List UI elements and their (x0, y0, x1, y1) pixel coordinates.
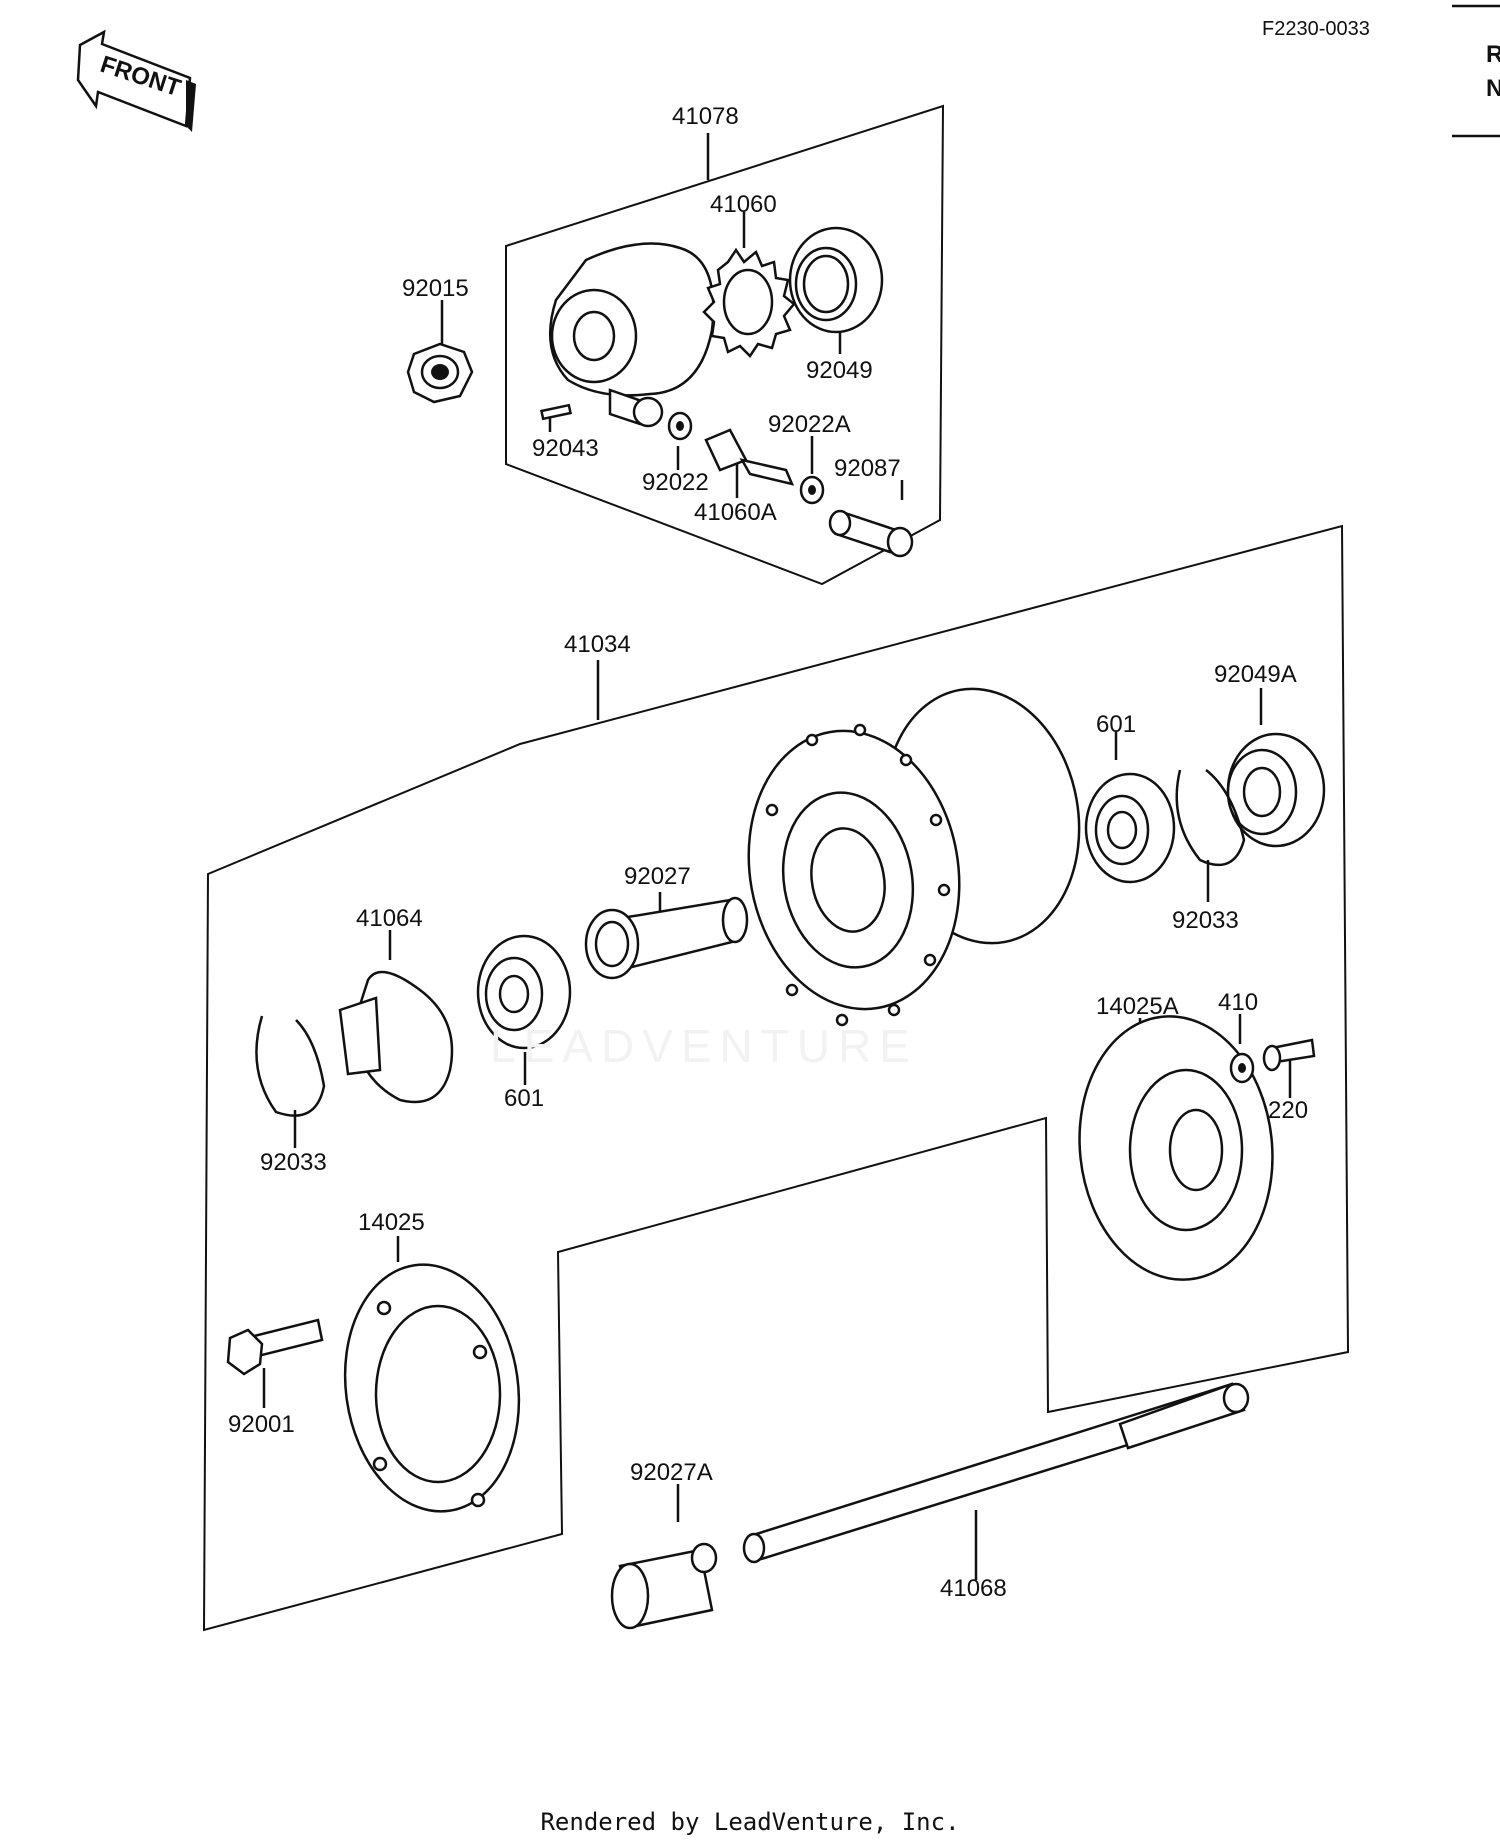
circlip-92033-left (255, 1015, 326, 1117)
flange-nut-92015 (406, 342, 474, 404)
callout-92087: 92087 (834, 455, 901, 482)
part-labels: 41078 41060 92015 92049 92043 92022 9202… (228, 103, 1308, 1602)
callout-92033-right: 92033 (1172, 907, 1239, 934)
svg-text:R: R (1486, 41, 1500, 68)
callout-41060: 41060 (710, 191, 777, 218)
callout-92033-left: 92033 (260, 1149, 327, 1176)
footer-credit: Rendered by LeadVenture, Inc. (540, 1808, 960, 1836)
assembly-frame-41034 (202, 524, 1350, 1632)
ball-bearing-601-right (1084, 772, 1176, 884)
callout-92015: 92015 (402, 275, 469, 302)
screw-220 (1262, 1038, 1316, 1072)
cover-plate-14025A (1078, 1015, 1274, 1281)
callout-220: 220 (1268, 1097, 1308, 1124)
collar-92027A (610, 1542, 718, 1630)
callout-92043: 92043 (532, 435, 599, 462)
oil-seal-92049 (788, 226, 884, 334)
spacer-92027 (584, 896, 749, 980)
callout-601-left: 601 (504, 1085, 544, 1112)
callout-41078: 41078 (672, 103, 739, 130)
callout-92022: 92022 (642, 469, 709, 496)
washer-92022A (799, 475, 825, 505)
callout-601-right: 601 (1096, 711, 1136, 738)
figure-code: F2230-0033 (1262, 18, 1370, 40)
bushing-92087 (828, 509, 914, 558)
callout-92049: 92049 (806, 357, 873, 384)
circlip-92033-right (1175, 769, 1246, 867)
callout-41034: 41034 (564, 631, 631, 658)
svg-text:N: N (1486, 75, 1500, 102)
watermark-text: LEADVENTURE (490, 1020, 918, 1072)
speedometer-gear-41060 (702, 247, 796, 358)
wheel-hub-41034 (747, 687, 1081, 1027)
pin-92043 (539, 403, 573, 421)
front-arrow-icon: FRONT (76, 29, 196, 132)
callout-92049A: 92049A (1214, 661, 1297, 688)
callout-14025: 14025 (358, 1209, 425, 1236)
ball-bearing-601-left (476, 934, 572, 1050)
callout-92027A: 92027A (630, 1459, 713, 1486)
speedometer-gear-housing-41078 (548, 242, 715, 428)
washer-410 (1229, 1052, 1255, 1084)
callout-92027: 92027 (624, 863, 691, 890)
pinion-41060A (704, 428, 795, 486)
callout-410: 410 (1218, 989, 1258, 1016)
callout-41068: 41068 (940, 1575, 1007, 1602)
washer-92022 (667, 411, 693, 441)
subassembly-frame-41078 (505, 104, 945, 586)
side-column-fragment: R N (1452, 4, 1500, 138)
callout-92001: 92001 (228, 1411, 295, 1438)
cover-plate-14025 (343, 1263, 521, 1513)
callout-92022A: 92022A (768, 411, 851, 438)
bolt-92001 (226, 1318, 324, 1376)
callout-41064: 41064 (356, 905, 423, 932)
callout-41060A: 41060A (694, 499, 777, 526)
callout-14025A: 14025A (1096, 993, 1179, 1020)
oil-seal-92049A (1226, 732, 1326, 848)
axle-41068 (742, 1382, 1250, 1564)
bearing-retainer-41064 (338, 970, 454, 1104)
